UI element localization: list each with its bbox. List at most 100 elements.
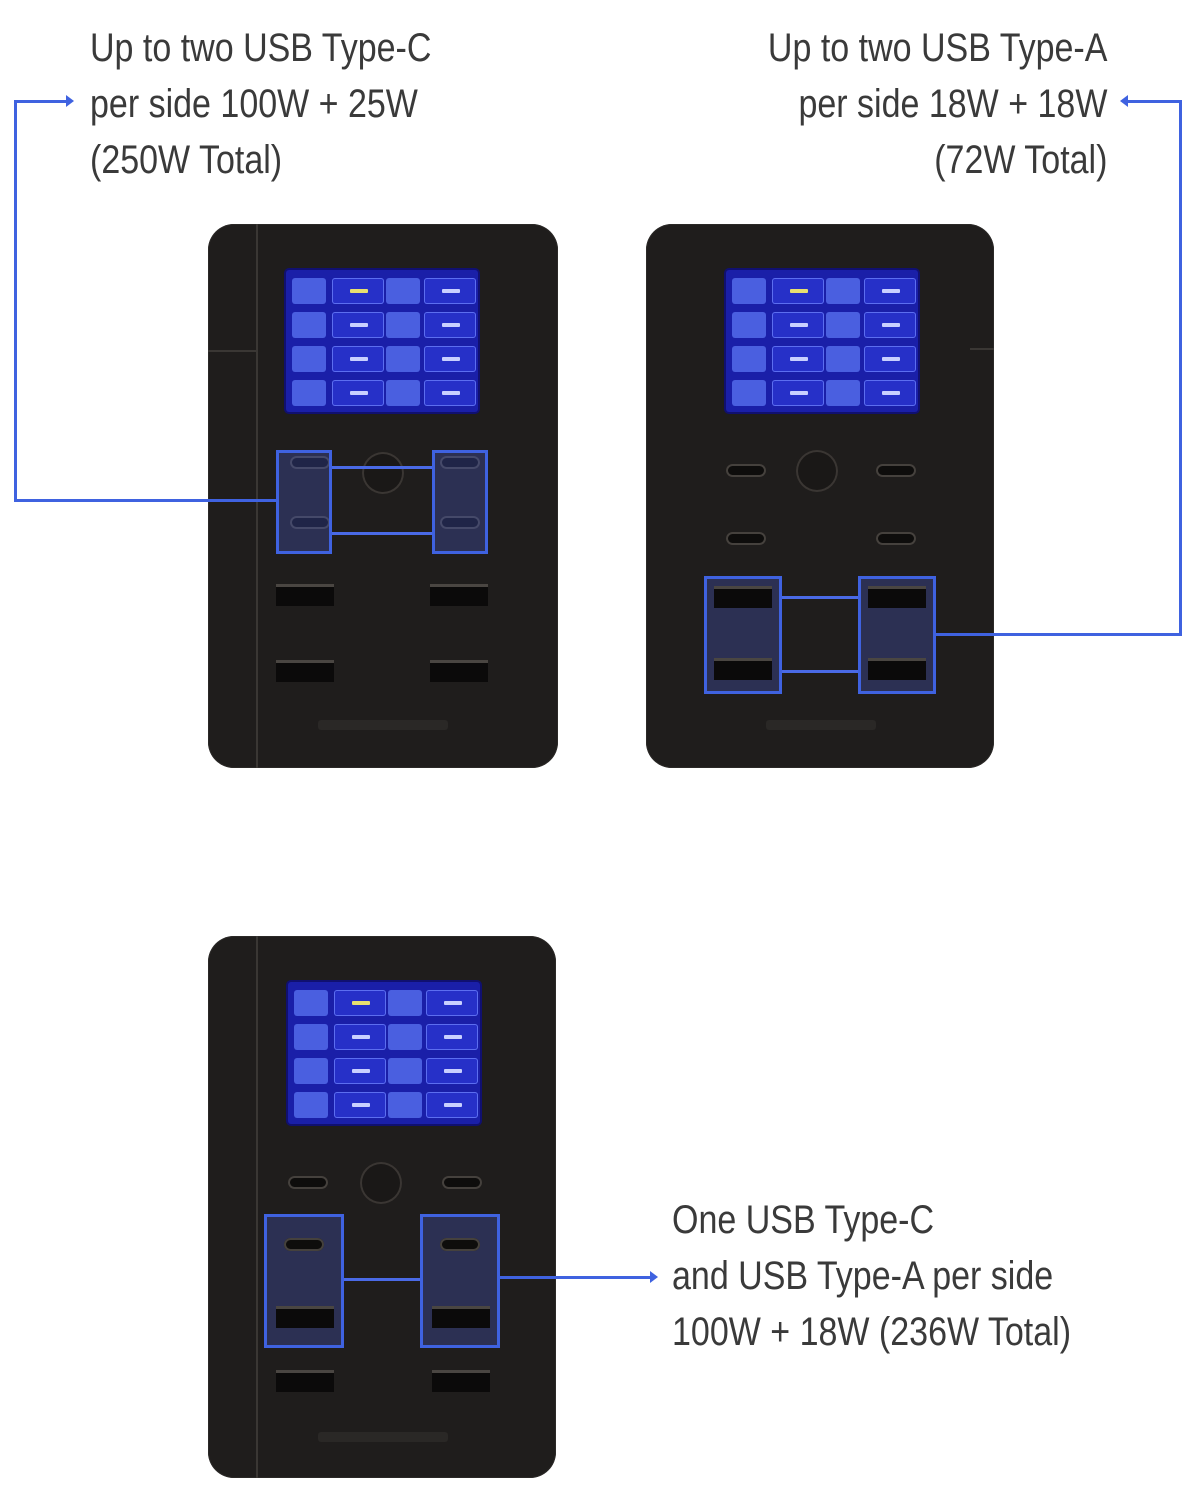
usb-a-port[interactable] <box>430 660 488 682</box>
power-button[interactable] <box>796 450 838 492</box>
brand-logo <box>318 720 448 730</box>
display-port-label <box>732 312 766 338</box>
display-port-reading <box>864 278 916 304</box>
usb-a-port[interactable] <box>276 1370 334 1392</box>
display-port-label <box>294 1024 328 1050</box>
display-port-label <box>826 278 860 304</box>
type-c-highlight-left <box>276 450 332 554</box>
brand-logo <box>318 1432 448 1442</box>
arrow-icon <box>650 1271 658 1283</box>
leader-line-mixed <box>500 1276 652 1279</box>
usb-c-port[interactable] <box>726 532 766 545</box>
display-port-reading <box>334 1058 386 1084</box>
callout-type-a-line3: (72W Total) <box>933 138 1107 182</box>
usb-c-port[interactable] <box>442 1176 482 1189</box>
usb-a-port[interactable] <box>868 586 926 608</box>
display-port-reading <box>772 312 824 338</box>
usb-a-port[interactable] <box>276 584 334 606</box>
leader-line-type-a <box>936 633 1182 636</box>
display-port-label <box>732 380 766 406</box>
usb-a-port[interactable] <box>868 658 926 680</box>
usb-a-port[interactable] <box>714 658 772 680</box>
leader-line-type-a <box>1128 100 1182 103</box>
display-port-reading <box>426 1024 478 1050</box>
display-port-label <box>732 278 766 304</box>
highlight-connector <box>332 532 432 535</box>
display-port-label <box>386 380 420 406</box>
type-c-highlight-right <box>432 450 488 554</box>
display-port-reading <box>426 1058 478 1084</box>
arrow-icon <box>1120 95 1128 107</box>
display-port-label <box>294 1058 328 1084</box>
device-type-c <box>208 224 558 768</box>
display-port-label <box>292 278 326 304</box>
leader-line-type-c <box>14 100 17 502</box>
usb-c-port[interactable] <box>290 456 330 469</box>
power-button[interactable] <box>362 452 404 494</box>
usb-c-port[interactable] <box>440 516 480 529</box>
usb-a-port[interactable] <box>276 1306 334 1328</box>
display-port-reading <box>424 278 476 304</box>
device-type-a <box>646 224 994 768</box>
usb-c-port[interactable] <box>440 456 480 469</box>
callout-type-c-line3: (250W Total) <box>90 138 283 182</box>
display-port-label <box>388 990 422 1016</box>
device-seam <box>256 224 258 768</box>
callout-mixed: One USB Type-C and USB Type-A per side 1… <box>672 1192 1071 1360</box>
usb-c-port[interactable] <box>284 1238 324 1251</box>
display-port-reading <box>334 1092 386 1118</box>
display-port-label <box>294 1092 328 1118</box>
display-port-label <box>388 1058 422 1084</box>
brand-logo <box>766 720 876 730</box>
display-port-label <box>826 346 860 372</box>
display-port-reading <box>772 346 824 372</box>
usb-a-port[interactable] <box>276 660 334 682</box>
callout-type-a: Up to two USB Type-A per side 18W + 18W … <box>767 20 1107 188</box>
display-port-label <box>386 346 420 372</box>
callout-type-a-line2: per side 18W + 18W <box>798 82 1107 126</box>
usb-a-port[interactable] <box>430 584 488 606</box>
display-port-label <box>386 312 420 338</box>
display-port-reading <box>864 346 916 372</box>
display-port-reading <box>424 380 476 406</box>
usb-a-port[interactable] <box>432 1370 490 1392</box>
display-screen <box>726 270 918 412</box>
display-port-label <box>386 278 420 304</box>
device-edge-line <box>970 348 994 350</box>
device-edge-line <box>208 350 256 352</box>
display-port-label <box>388 1092 422 1118</box>
arrow-icon <box>66 95 74 107</box>
display-port-reading <box>424 312 476 338</box>
usb-c-port[interactable] <box>726 464 766 477</box>
display-port-label <box>826 380 860 406</box>
display-port-reading <box>332 278 384 304</box>
display-port-label <box>388 1024 422 1050</box>
display-port-reading <box>864 380 916 406</box>
highlight-connector <box>782 596 858 599</box>
display-port-reading <box>772 380 824 406</box>
display-port-label <box>292 346 326 372</box>
display-screen <box>288 982 480 1124</box>
usb-a-port[interactable] <box>714 586 772 608</box>
display-port-label <box>292 312 326 338</box>
usb-c-port[interactable] <box>290 516 330 529</box>
callout-mixed-line3: 100W + 18W (236W Total) <box>672 1310 1072 1354</box>
power-button[interactable] <box>360 1162 402 1204</box>
usb-a-port[interactable] <box>432 1306 490 1328</box>
usb-c-port[interactable] <box>876 532 916 545</box>
highlight-connector <box>332 466 432 469</box>
usb-c-port[interactable] <box>876 464 916 477</box>
highlight-connector <box>344 1278 420 1281</box>
device-seam <box>256 936 258 1478</box>
display-screen <box>286 270 478 412</box>
display-port-reading <box>332 380 384 406</box>
callout-mixed-line2: and USB Type-A per side <box>672 1254 1054 1298</box>
display-port-reading <box>772 278 824 304</box>
usb-c-port[interactable] <box>288 1176 328 1189</box>
device-mixed <box>208 936 556 1478</box>
callout-mixed-line1: One USB Type-C <box>672 1198 935 1242</box>
display-port-label <box>294 990 328 1016</box>
usb-c-port[interactable] <box>440 1238 480 1251</box>
display-port-label <box>732 346 766 372</box>
leader-line-type-c <box>14 499 276 502</box>
